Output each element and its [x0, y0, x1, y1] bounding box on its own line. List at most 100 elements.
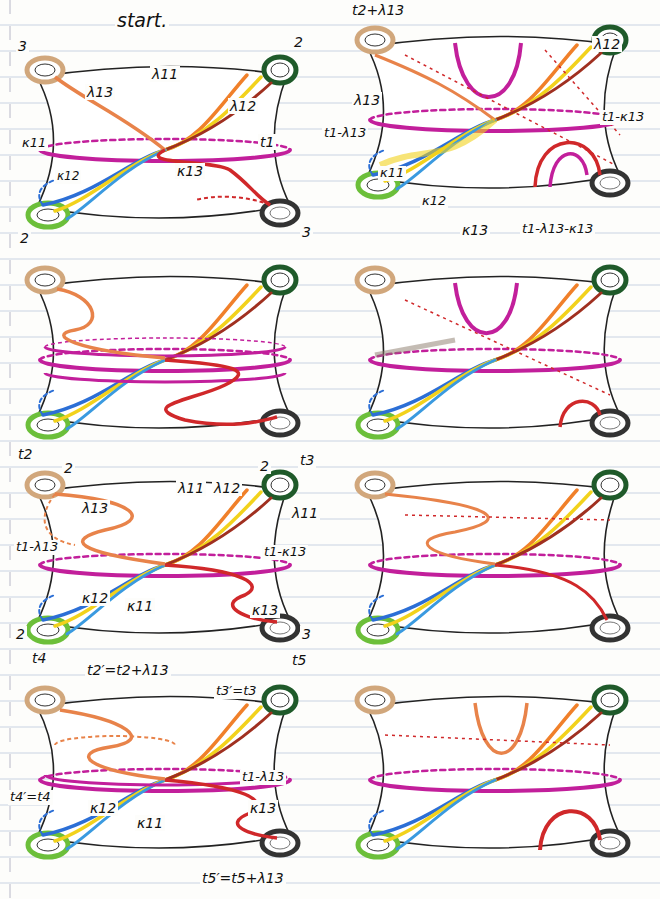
- curve-label: λ13: [352, 92, 382, 108]
- surface-copy: [369, 285, 620, 429]
- surface-panel: [27, 687, 298, 857]
- surface-copy: [39, 705, 290, 849]
- curve-label: 3: [16, 38, 29, 54]
- curve-label: 3: [300, 626, 313, 642]
- curve-stroke: [375, 340, 455, 355]
- curve-label: κ12: [80, 590, 110, 606]
- curve-label: t5: [290, 652, 308, 668]
- curve-label: t4′=t4: [8, 790, 53, 805]
- surface-panel: [357, 27, 628, 197]
- curve-label: t4: [30, 650, 48, 666]
- surface-copy: [39, 490, 290, 634]
- surface-copy: [27, 472, 298, 642]
- surface-copy: [369, 705, 620, 849]
- surface-copy: [369, 490, 620, 634]
- curve-label: t2+λ13: [350, 2, 406, 18]
- curve-label: t2: [16, 446, 34, 462]
- curve-label: t3: [298, 452, 316, 468]
- curve-stroke: [60, 710, 165, 779]
- curve-label: λ11: [150, 66, 180, 82]
- curve-stroke: [405, 300, 610, 395]
- curve-label: 2: [18, 230, 31, 246]
- surface-panel: [27, 267, 298, 437]
- curve-stroke: [195, 197, 270, 205]
- curve-label: 2: [258, 458, 271, 474]
- surface-copy: [357, 472, 628, 642]
- curve-stroke: [560, 401, 600, 427]
- surface-copy: [39, 75, 290, 219]
- curve-label: κ11: [378, 166, 406, 181]
- curve-label: t2′=t2+λ13: [85, 662, 171, 678]
- curve-stroke: [55, 77, 165, 150]
- curve-label: t1-κ13: [600, 110, 646, 125]
- surface-panel: [27, 57, 298, 227]
- curve-label: κ12: [88, 800, 118, 816]
- curve-stroke: [385, 494, 495, 564]
- art-part: [10, 0, 11, 899]
- curve-label: t1-λ13: [14, 540, 60, 555]
- curve-stroke: [475, 703, 527, 753]
- curve-label: λ13: [85, 84, 115, 100]
- curve-stroke: [455, 283, 517, 333]
- surface-copy: [39, 285, 290, 429]
- curve-label: κ13: [175, 163, 205, 179]
- curve-stroke: [550, 154, 587, 187]
- curve-stroke: [405, 55, 615, 165]
- surface-copy: [369, 45, 620, 189]
- curve-label: λ11: [290, 505, 320, 521]
- curve-label: λ12: [228, 98, 258, 114]
- surface-panel: [357, 472, 628, 642]
- curve-label: λ12: [592, 36, 622, 52]
- surface-copy: [357, 27, 628, 197]
- curve-label: κ11: [20, 136, 48, 151]
- curve-label: t5′=t5+λ13: [200, 870, 286, 886]
- curve-label: t1-κ13: [262, 545, 308, 560]
- curve-stroke: [45, 494, 75, 545]
- surface-copy: [27, 57, 298, 227]
- curve-label: t1: [258, 134, 276, 150]
- curve-label: λ12: [212, 480, 242, 496]
- curve-label: 2: [62, 460, 75, 476]
- curve-label: t1-λ13: [240, 770, 286, 785]
- panel-title: start.: [115, 10, 169, 32]
- surface-panel: [357, 687, 628, 857]
- curve-label: t1-λ13-κ13: [520, 222, 595, 237]
- curve-label: κ12: [55, 170, 81, 184]
- curve-label: λ13: [80, 500, 110, 516]
- curve-stroke: [455, 43, 521, 97]
- curve-stroke: [55, 494, 165, 564]
- curve-stroke: [405, 515, 610, 520]
- curve-stroke: [165, 360, 277, 424]
- curve-stroke: [45, 347, 285, 356]
- surface-panel: [357, 267, 628, 437]
- curve-stroke: [385, 735, 610, 745]
- curve-label: κ13: [460, 222, 490, 238]
- surface-panel: [27, 472, 298, 642]
- curve-stroke: [380, 120, 495, 165]
- curve-label: 2: [14, 626, 27, 642]
- curve-label: κ11: [135, 815, 165, 831]
- curve-label: κ12: [420, 194, 448, 209]
- curve-stroke: [158, 150, 270, 205]
- surface-copy: [27, 687, 298, 857]
- curve-label: t3′=t3: [214, 684, 259, 699]
- curve-label: 2: [292, 34, 305, 50]
- curve-label: t1-λ13: [322, 126, 368, 141]
- surface-copy: [357, 687, 628, 857]
- curve-stroke: [495, 565, 607, 620]
- curve-label: 3: [300, 224, 313, 240]
- curve-label: λ11: [176, 480, 206, 496]
- curve-stroke: [55, 736, 175, 745]
- curve-stroke: [540, 811, 600, 850]
- curve-stroke: [57, 289, 165, 358]
- curve-stroke: [535, 143, 600, 187]
- surface-copy: [27, 267, 298, 437]
- curve-stroke: [45, 373, 285, 382]
- curve-label: κ13: [248, 800, 278, 816]
- surface-copy: [357, 267, 628, 437]
- curve-stroke: [375, 55, 495, 120]
- curve-label: κ13: [250, 602, 280, 618]
